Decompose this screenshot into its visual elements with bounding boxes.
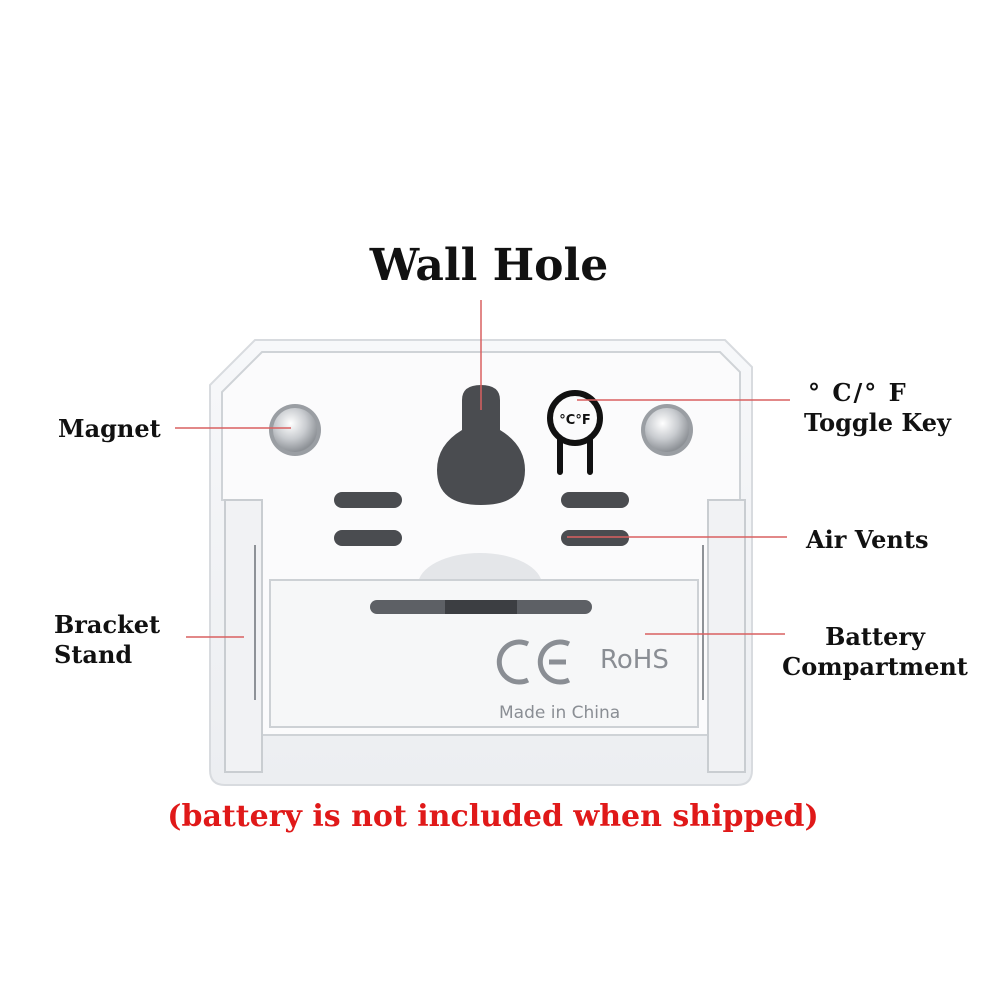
toggle-key-label-line1: ° C/° F [808, 378, 908, 407]
toggle-key-label-line2: Toggle Key [804, 408, 951, 437]
bracket-stand-label-line2: Stand [54, 640, 133, 669]
toggle-icon-text: °C°F [559, 413, 590, 428]
ce-mark [496, 639, 571, 685]
rohs-mark: RoHS [600, 645, 669, 675]
bracket-stand-label-line1: Bracket [54, 610, 161, 639]
bracket-stand-right [707, 499, 746, 773]
magnet-left [269, 404, 321, 456]
wall-hole-label: Wall Hole [369, 240, 609, 291]
air-vents [334, 492, 629, 546]
toggle-key-label: ° C/° F Toggle Key [804, 378, 951, 438]
toggle-key-icon: °C°F [547, 390, 603, 475]
battery-compartment-label: Battery Compartment [772, 622, 978, 682]
battery-compartment-label-line2: Compartment [782, 652, 968, 681]
leader-lines [175, 300, 790, 638]
bracket-stand-label: Bracket Stand [54, 610, 160, 670]
battery-compartment-label-line1: Battery [825, 622, 925, 651]
made-in-text: Made in China [499, 703, 621, 723]
air-vents-label: Air Vents [806, 525, 929, 554]
magnet-right [641, 404, 693, 456]
bracket-stand-left [224, 499, 263, 773]
shipping-note: (battery is not included when shipped) [167, 799, 819, 834]
magnet-label: Magnet [58, 414, 161, 443]
wall-hole [437, 385, 525, 505]
